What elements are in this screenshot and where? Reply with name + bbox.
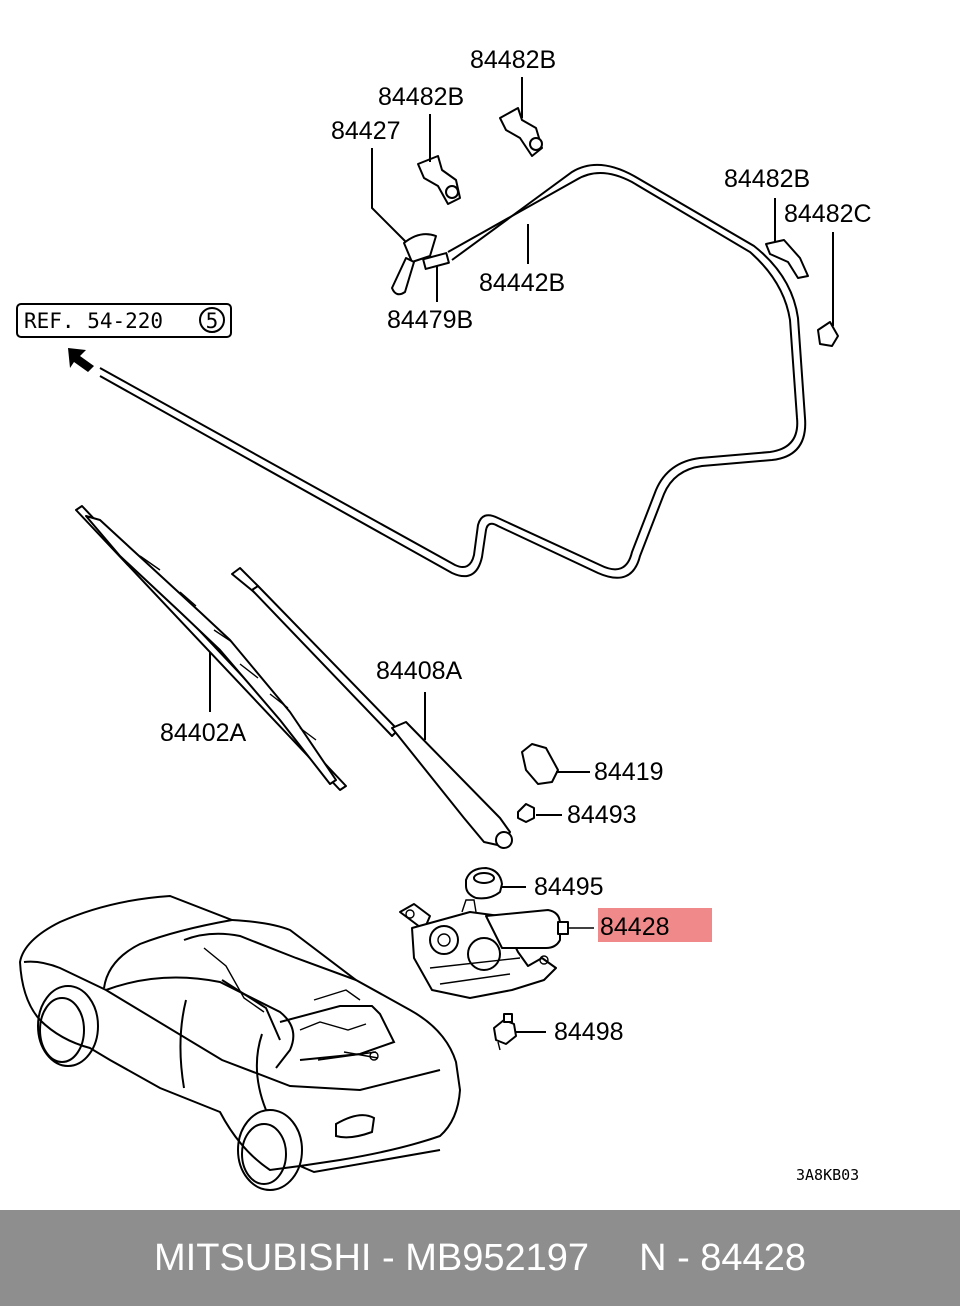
washer-hose — [99, 163, 807, 579]
bolt-84498 — [493, 1013, 517, 1051]
reference-circle-number: 5 — [206, 309, 219, 333]
label-84427: 84427 — [331, 117, 401, 145]
nut-84493 — [517, 803, 535, 823]
label-84402A: 84402A — [160, 719, 247, 747]
label-84442B: 84442B — [479, 269, 565, 297]
wiper-blade-84402A — [75, 505, 347, 791]
label-84498: 84498 — [554, 1018, 624, 1046]
footer-brand: MITSUBISHI — [154, 1236, 372, 1279]
label-84493: 84493 — [567, 801, 637, 829]
label-84408A: 84408A — [376, 657, 463, 685]
car-illustration — [18, 894, 462, 1191]
leader-lines — [209, 77, 834, 1033]
reference-box: REF. 54-220 5 — [16, 303, 232, 338]
label-84482C: 84482C — [784, 200, 872, 228]
highlight-84428 — [598, 908, 712, 942]
clip-84482B-top — [499, 107, 543, 157]
nozzle-84427 — [391, 233, 450, 296]
drawing-code: 3A8KB03 — [796, 1166, 859, 1184]
bushing-84495 — [465, 867, 503, 900]
label-84482B-mid: 84482B — [378, 83, 464, 111]
label-84495: 84495 — [534, 873, 604, 901]
clip-84482B-right — [765, 239, 809, 279]
label-84482B-right: 84482B — [724, 165, 810, 193]
reference-arrow-icon — [68, 348, 94, 372]
motor-84428 — [399, 899, 594, 999]
footer-separator: - — [382, 1236, 395, 1279]
footer-part-number: MB952197 — [405, 1236, 590, 1279]
reference-text: REF. 54-220 — [24, 309, 163, 333]
clip-84482C — [817, 321, 839, 347]
label-84482B-top: 84482B — [470, 46, 556, 74]
footer-position: N - 84428 — [639, 1236, 806, 1279]
footer-bar: MITSUBISHI - MB952197 N - 84428 — [0, 1210, 960, 1306]
clip-84482B-mid — [417, 155, 461, 205]
label-84479B: 84479B — [387, 306, 473, 334]
cap-84419 — [521, 743, 559, 785]
wiper-arm-84408A — [231, 567, 513, 849]
parts-diagram: REF. 54-220 5 — [16, 46, 872, 1191]
label-84428: 84428 — [600, 913, 670, 941]
label-84419: 84419 — [594, 758, 664, 786]
